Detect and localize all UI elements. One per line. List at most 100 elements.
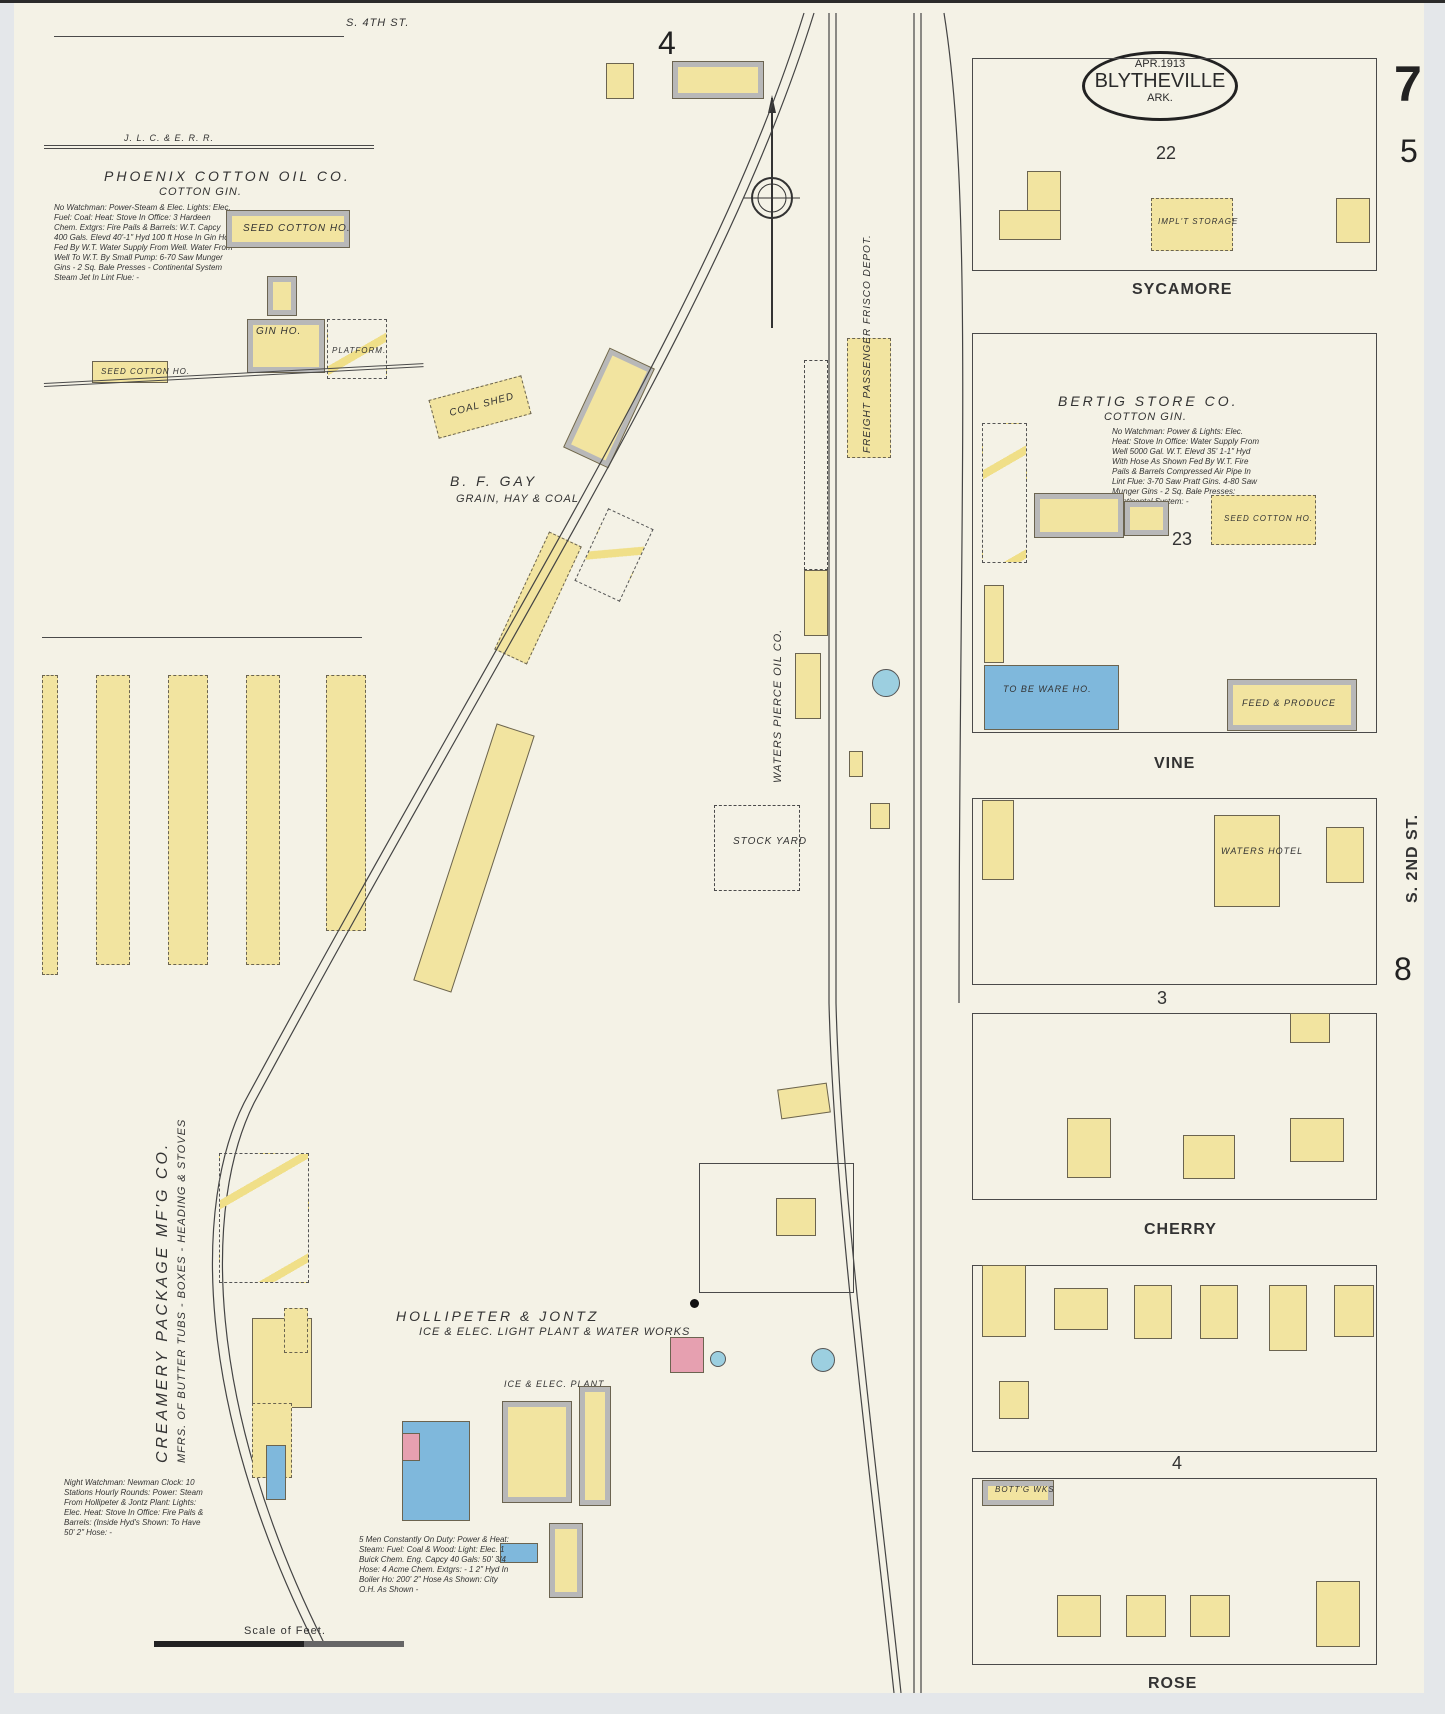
dwelling[interactable]: [1316, 1581, 1360, 1647]
building-seed-cotton[interactable]: SEED COTTON HO.: [226, 210, 350, 248]
adjacent-sheet-right-bottom: 8: [1394, 951, 1412, 987]
vacant-building[interactable]: [999, 210, 1061, 240]
reservoir[interactable]: [500, 1543, 538, 1563]
railroad-jlcerr: J. L. C. & E. R. R.: [124, 133, 215, 143]
dwelling[interactable]: [1290, 1118, 1344, 1162]
block-3: [972, 1013, 1377, 1200]
dwelling[interactable]: [1054, 1288, 1108, 1330]
engine-house[interactable]: [1027, 171, 1061, 215]
railroad-track: [44, 145, 374, 149]
adjacent-sheet-right-top: 5: [1400, 133, 1418, 169]
stave-shed-3[interactable]: [168, 675, 208, 965]
creamery-name: CREAMERY PACKAGE MF'G CO.: [154, 1141, 171, 1463]
bertig-gin-house[interactable]: [1034, 493, 1124, 538]
state-name: ARK.: [1147, 92, 1173, 104]
cold-storage[interactable]: [549, 1523, 583, 1598]
oil-ware-house[interactable]: [795, 653, 821, 719]
map-sheet: APR.1913 BLYTHEVILLE ARK. 7 4 5 8 S. 4TH…: [14, 3, 1424, 1693]
street-s2nd: S. 2ND ST.: [1404, 813, 1421, 903]
well: [710, 1351, 726, 1367]
coal-house[interactable]: [849, 751, 863, 777]
lot-line: [42, 637, 362, 638]
building-small[interactable]: [606, 63, 634, 99]
bottling-works[interactable]: BOTT'G WKS: [982, 1480, 1054, 1506]
engine-room[interactable]: [402, 1433, 420, 1461]
phoenix-note: No Watchman: Power-Steam & Elec. Lights:…: [54, 203, 233, 282]
to-be-ware-house[interactable]: TO BE WARE HO.: [984, 665, 1119, 730]
block-cherry: [972, 1265, 1377, 1452]
top-border: [0, 0, 1445, 3]
building-unloading-shed[interactable]: [267, 276, 297, 316]
bertig-seed-cotton[interactable]: SEED COTTON HO.: [1211, 495, 1316, 545]
rr-water-tank: [872, 669, 900, 697]
dwelling[interactable]: [776, 1198, 816, 1236]
dwelling[interactable]: [1190, 1595, 1230, 1637]
railroad-lines: [211, 12, 964, 1693]
pump-house[interactable]: [670, 1337, 704, 1373]
bertig-unloading-shed[interactable]: [1124, 501, 1169, 536]
office-supplies[interactable]: [579, 1386, 611, 1506]
sheet-number: 7: [1394, 56, 1422, 112]
feed-produce[interactable]: FEED & PRODUCE: [1227, 679, 1357, 731]
scale-label: Scale of Feet.: [244, 1625, 326, 1637]
depot-label: FREIGHT PASSENGER FRISCO DEPOT.: [862, 234, 873, 453]
building-seed-cotton-2[interactable]: SEED COTTON HO.: [92, 361, 189, 383]
compass-rose-icon: [744, 95, 800, 328]
creamery-sub: MFRS. OF BUTTER TUBS - BOXES - HEADING &…: [176, 1118, 188, 1463]
swift-packing-house[interactable]: [982, 800, 1014, 880]
adjacent-sheet-top: 4: [658, 25, 676, 61]
ice-plant-label: ICE & ELEC. PLANT: [504, 1379, 605, 1389]
dwelling[interactable]: [1183, 1135, 1235, 1179]
shed-x[interactable]: [1290, 1013, 1330, 1043]
gay-name: B. F. GAY: [450, 473, 538, 489]
dwelling[interactable]: [1336, 198, 1370, 243]
hydrant-dot: [690, 1299, 699, 1308]
stave-shed-1[interactable]: [42, 675, 58, 975]
bertig-platform: [982, 423, 1027, 563]
grocery[interactable]: [982, 1265, 1026, 1337]
city-name: BLYTHEVILLE: [1094, 70, 1226, 92]
stave-shed-2[interactable]: [96, 675, 130, 965]
phoenix-name: PHOENIX COTTON OIL CO.: [104, 168, 351, 184]
dwelling[interactable]: [1067, 1118, 1111, 1178]
gay-sub: GRAIN, HAY & COAL: [456, 493, 579, 505]
creamery-note: Night Watchman: Newman Clock: 10 Station…: [64, 1478, 204, 1537]
hollipeter-name: HOLLIPETER & JONTZ: [396, 1308, 600, 1324]
rr-pump-house[interactable]: [870, 803, 890, 829]
frisco-depot[interactable]: [847, 338, 891, 458]
waters-hotel[interactable]: WATERS HOTEL: [1214, 815, 1302, 907]
lot-outline: [699, 1163, 854, 1293]
street-cherry: CHERRY: [1144, 1221, 1217, 1238]
store-room[interactable]: [266, 1445, 286, 1500]
dwelling[interactable]: [1200, 1285, 1238, 1339]
dwelling[interactable]: [1334, 1285, 1374, 1337]
building-large[interactable]: [672, 61, 764, 99]
stave-shed-4[interactable]: [246, 675, 280, 965]
ice-plant[interactable]: [502, 1401, 572, 1503]
cotton-seed-house[interactable]: [984, 585, 1004, 663]
street-rose: ROSE: [1148, 1675, 1198, 1692]
dwelling[interactable]: [1134, 1285, 1172, 1339]
boiler-house[interactable]: [402, 1421, 470, 1521]
bertig-sub: COTTON GIN.: [1104, 411, 1187, 423]
dwelling[interactable]: [1269, 1285, 1307, 1351]
dwelling[interactable]: [1126, 1595, 1166, 1637]
impl-storage[interactable]: IMPL'T STORAGE: [1151, 198, 1237, 251]
building-gin-house[interactable]: GIN HO.: [247, 319, 325, 373]
hollipeter-sub: ICE & ELEC. LIGHT PLANT & WATER WORKS: [419, 1326, 691, 1338]
city-water-tower: [811, 1348, 835, 1372]
block-22: [972, 58, 1377, 271]
stave-shed-5[interactable]: [326, 675, 366, 931]
dwelling[interactable]: [999, 1381, 1029, 1419]
block-4: [972, 1478, 1377, 1665]
street-sycamore: SYCAMORE: [1132, 281, 1233, 298]
office[interactable]: [284, 1308, 308, 1353]
block-number-22: 22: [1156, 143, 1177, 163]
dwelling[interactable]: [1326, 827, 1364, 883]
freight-house[interactable]: [804, 570, 828, 636]
block-number-4: 4: [1172, 1453, 1183, 1473]
dwelling[interactable]: [1057, 1595, 1101, 1637]
creamery-platform: [219, 1153, 309, 1283]
stock-yard: STOCK YARD: [714, 805, 806, 891]
street-line: [54, 36, 344, 37]
